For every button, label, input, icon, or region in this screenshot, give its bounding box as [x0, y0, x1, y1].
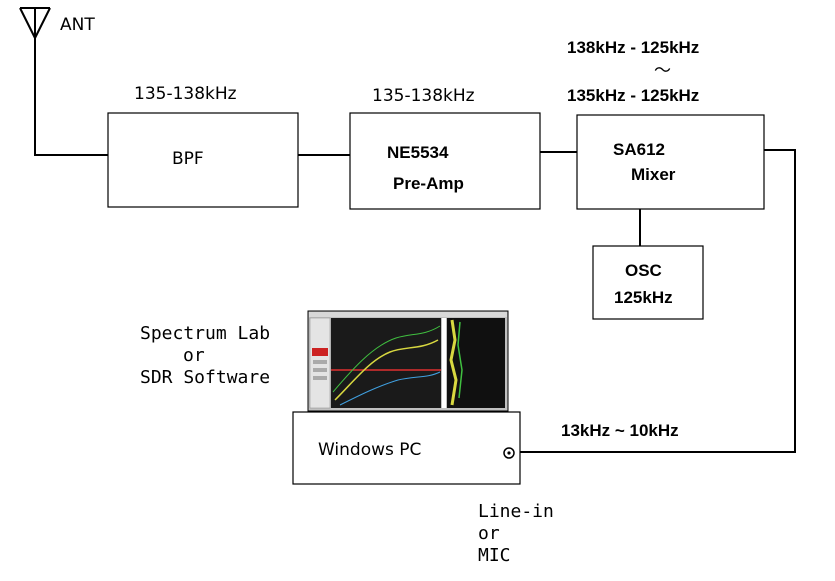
preamp-chip-label: NE5534: [387, 143, 449, 162]
spectrum-software-screenshot: [307, 310, 509, 412]
output-frequency-label: 13kHz ~ 10kHz: [561, 421, 679, 440]
preamp-block: [349, 112, 541, 210]
preamp-frequency-label: 135-138kHz: [372, 86, 475, 106]
software-label-line3: SDR Software: [140, 367, 270, 388]
osc-block: [592, 245, 704, 320]
software-label-line1: Spectrum Lab: [140, 323, 270, 344]
mixer-output-wire: [507, 149, 796, 453]
input-label-line1: Line-in: [478, 501, 554, 522]
input-label-line2: or: [478, 523, 500, 544]
software-label-line2: or: [183, 345, 205, 366]
bpf-title: BPF: [172, 149, 204, 169]
antenna-label: ANT: [60, 15, 95, 35]
osc-title: OSC: [625, 261, 662, 280]
bpf-block: [107, 112, 299, 208]
preamp-function-label: Pre-Amp: [393, 174, 464, 193]
mixer-block: [576, 114, 765, 210]
windows-pc-label: Windows PC: [318, 440, 421, 460]
input-label-line3: MIC: [478, 545, 511, 566]
mixer-frequency-line2: 135kHz - 125kHz: [567, 86, 699, 105]
antenna-feed-wire: [34, 38, 108, 156]
bpf-frequency-label: 135-138kHz: [134, 84, 237, 104]
mixer-chip-label: SA612: [613, 140, 665, 159]
mixer-frequency-line1: 138kHz - 125kHz: [567, 38, 699, 57]
antenna-icon: [19, 7, 51, 39]
osc-frequency-label: 125kHz: [614, 288, 673, 307]
mixer-frequency-separator: 〜: [654, 61, 671, 81]
windows-pc-block: [292, 411, 521, 485]
mixer-function-label: Mixer: [631, 165, 676, 184]
input-jack-icon: [503, 447, 515, 459]
